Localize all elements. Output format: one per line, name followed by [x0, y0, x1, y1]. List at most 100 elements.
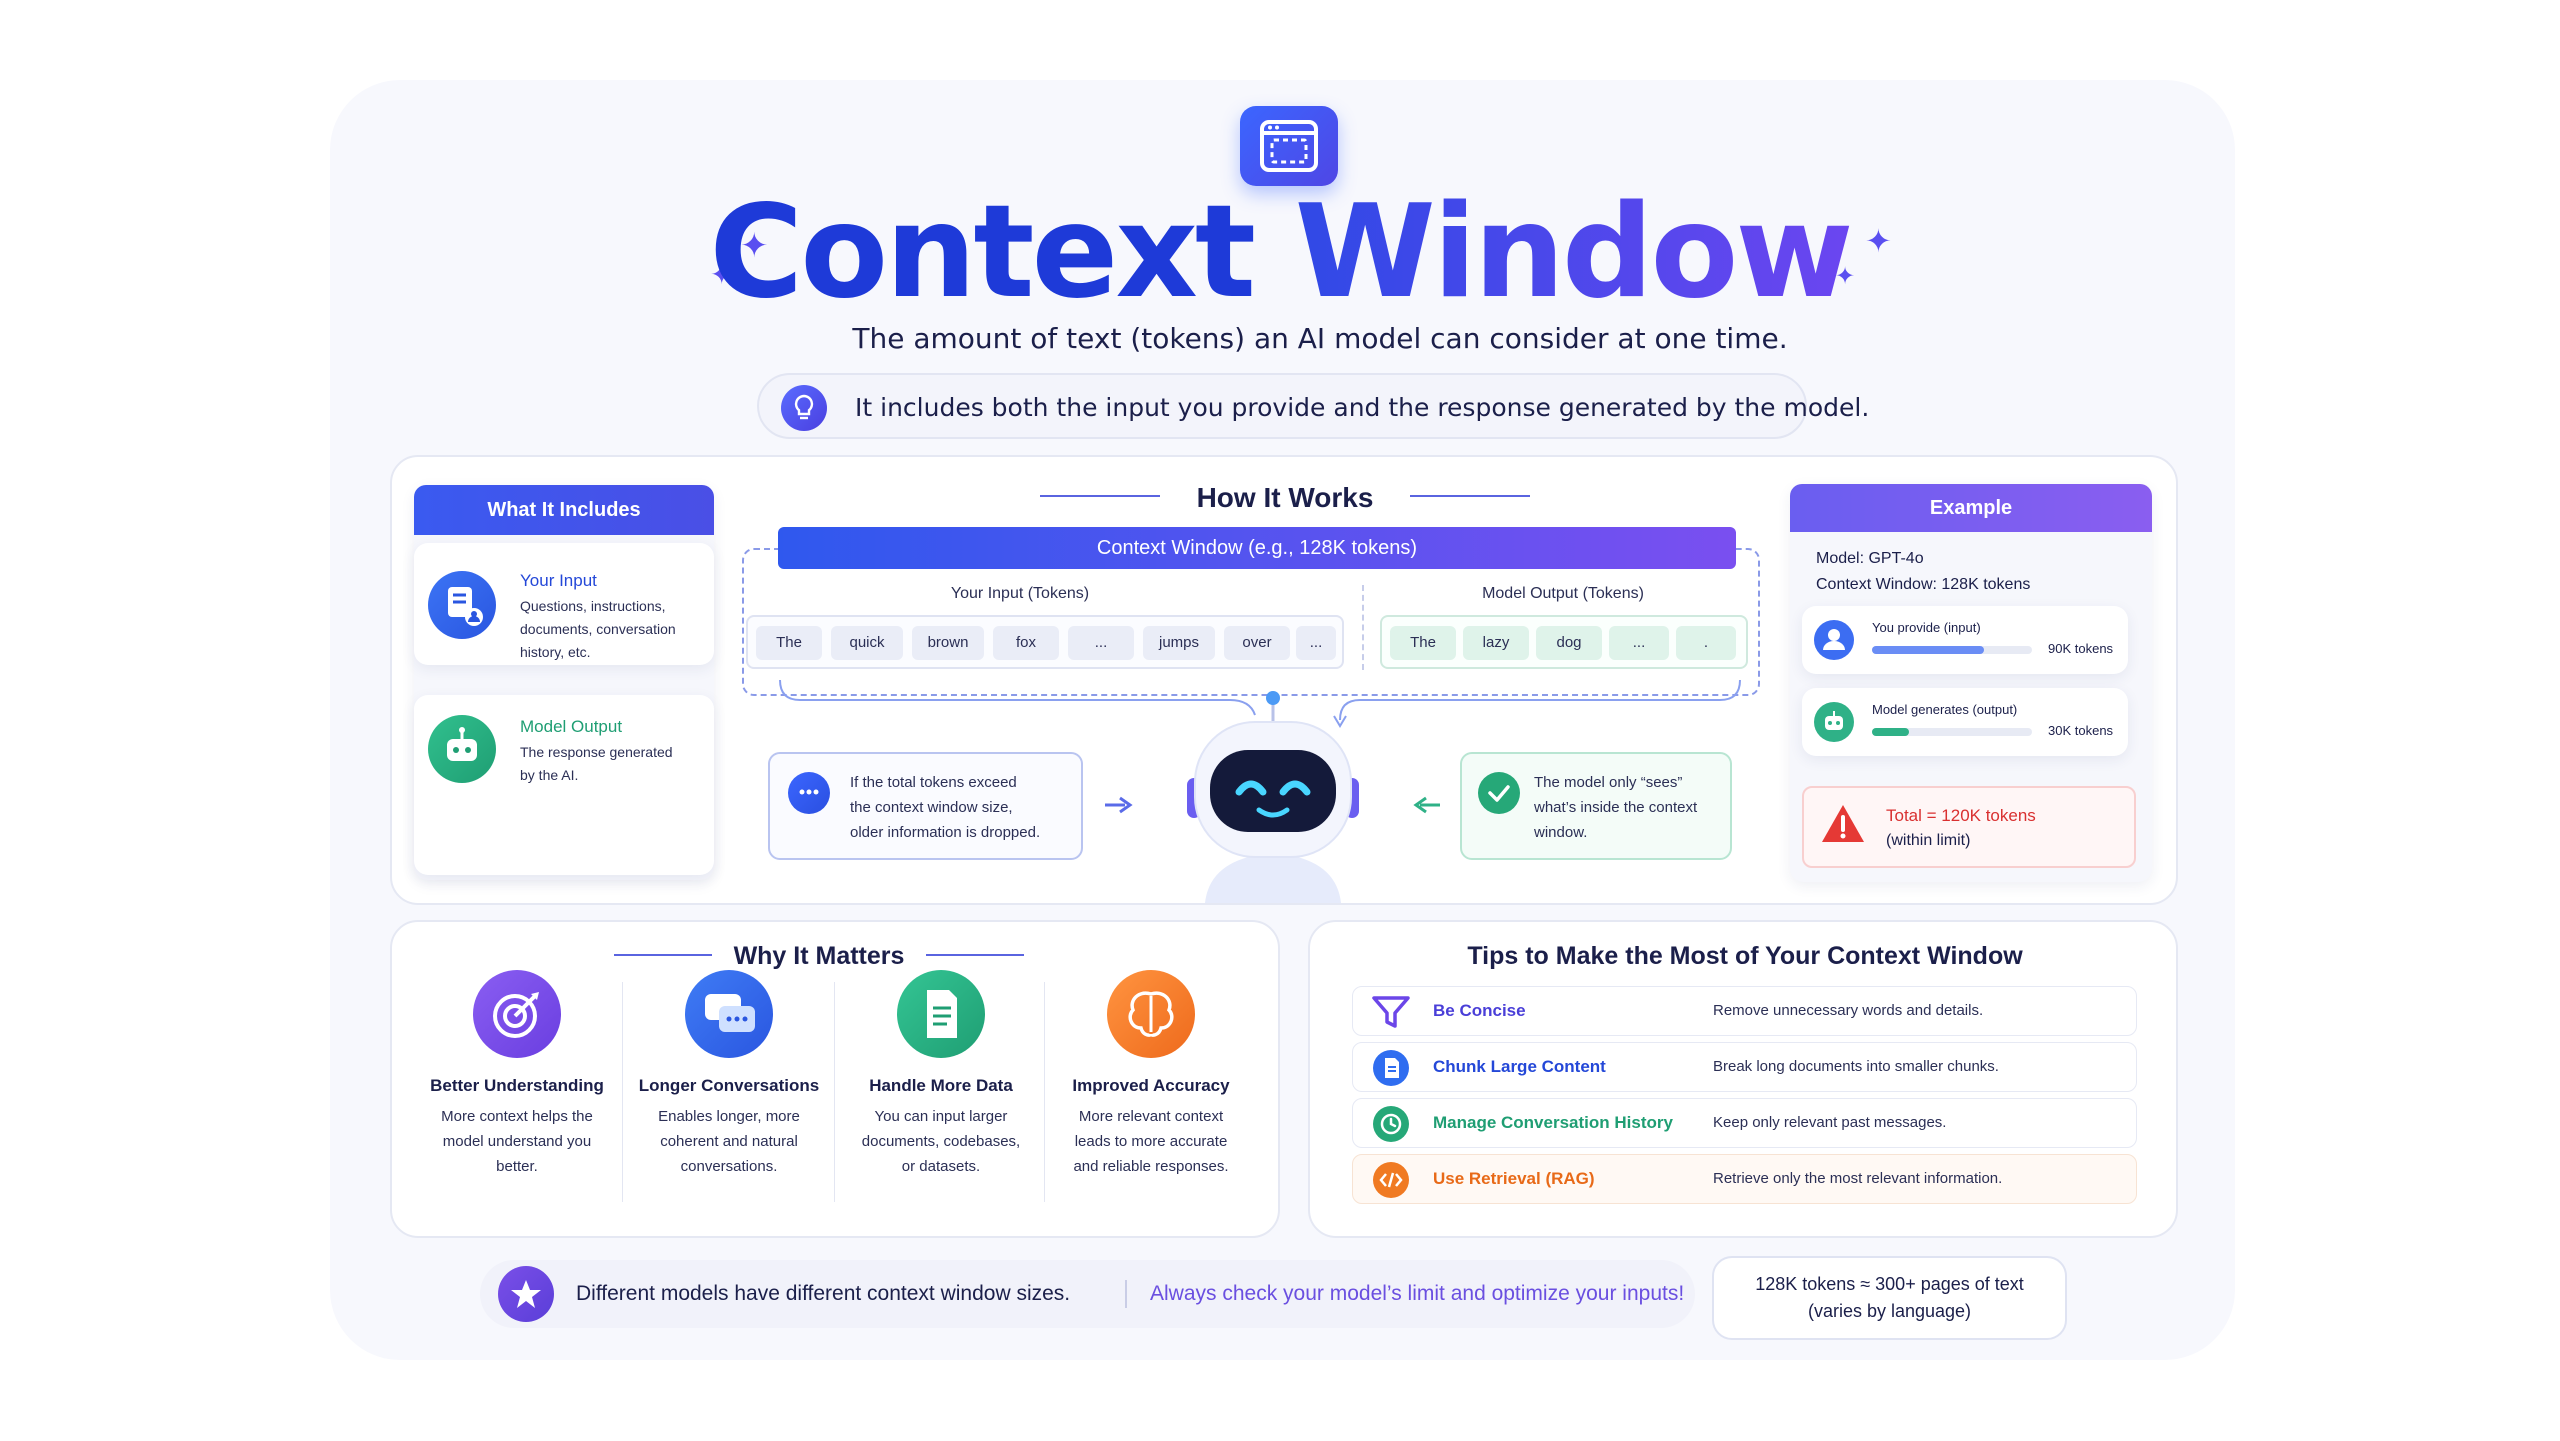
- footer-divider: [1125, 1280, 1127, 1308]
- token: fox: [993, 626, 1059, 660]
- why-item-title: Longer Conversations: [638, 1076, 820, 1095]
- page-title: Context Window: [709, 178, 1853, 327]
- why-divider: [622, 982, 623, 1202]
- why-item-title: Handle More Data: [869, 1076, 1013, 1095]
- code-icon: [1373, 1162, 1409, 1198]
- example-input-row: You provide (input) 90K tokens: [1802, 606, 2128, 674]
- info-pill-text: It includes both the input you provide a…: [855, 393, 1870, 422]
- tip-desc: Keep only relevant past messages.: [1713, 1114, 1947, 1131]
- lightbulb-icon: [781, 385, 827, 431]
- footer-cta: Always check your model’s limit and opti…: [1150, 1282, 1685, 1305]
- sparkle-icon: ✦: [1835, 262, 1855, 290]
- input-tokens-label: Your Input (Tokens): [950, 585, 1090, 602]
- example-input-label: You provide (input): [1872, 620, 1981, 635]
- tips-panel: Tips to Make the Most of Your Context Wi…: [1308, 920, 2178, 1238]
- chat-bubble-icon: [788, 772, 830, 814]
- token: lazy: [1463, 626, 1529, 660]
- why-divider: [834, 982, 835, 1202]
- why-divider: [1044, 982, 1045, 1202]
- how-title-line-left: [1040, 495, 1160, 497]
- why-title: Why It Matters: [733, 942, 905, 970]
- token-divider: [1362, 585, 1364, 670]
- info-pill: It includes both the input you provide a…: [757, 373, 1869, 439]
- why-item-title: Better Understanding: [430, 1076, 604, 1095]
- includes-item-input: Your Input Questions, instructions,docum…: [414, 543, 714, 665]
- example-window: Context Window: 128K tokens: [1816, 576, 2031, 593]
- example-total-note: (within limit): [1886, 832, 1971, 849]
- tip-row: Use Retrieval (RAG) Retrieve only the mo…: [1352, 1154, 2137, 1204]
- document-icon: [1373, 1050, 1409, 1086]
- right-note-text: The model only “sees”what’s inside the c…: [1534, 774, 1698, 841]
- tip-name: Use Retrieval (RAG): [1433, 1169, 1595, 1188]
- tip-row: Manage Conversation History Keep only re…: [1352, 1098, 2137, 1148]
- example-total-text: Total = 120K tokens: [1886, 806, 2036, 825]
- tip-desc: Retrieve only the most relevant informat…: [1713, 1170, 2003, 1187]
- sparkle-icon: ✦: [710, 258, 734, 291]
- tip-row: Be Concise Remove unnecessary words and …: [1352, 986, 2137, 1036]
- robot-icon: [1814, 702, 1854, 742]
- example-total: Total = 120K tokens (within limit): [1802, 786, 2136, 868]
- why-panel: Why It Matters Better Understanding More…: [390, 920, 1280, 1238]
- token: over: [1224, 626, 1290, 660]
- token: ...: [1068, 626, 1134, 660]
- example-input-fill: [1872, 646, 1984, 654]
- token: jumps: [1143, 626, 1215, 660]
- right-note: The model only “sees”what’s inside the c…: [1460, 752, 1732, 860]
- context-window-bar: Context Window (e.g., 128K tokens): [778, 527, 1736, 569]
- why-title-line-left: [614, 954, 712, 956]
- chat-icon: [685, 970, 773, 1058]
- footer-bar: Different models have different context …: [480, 1260, 1695, 1328]
- why-item: Better Understanding More context helps …: [412, 970, 622, 1179]
- token: .: [1676, 626, 1736, 660]
- output-tokens-label: Model Output (Tokens): [1482, 585, 1644, 602]
- example-output-fill: [1872, 728, 1909, 736]
- example-output-row: Model generates (output) 30K tokens: [1802, 688, 2128, 756]
- token: brown: [912, 626, 984, 660]
- why-title-line-right: [926, 954, 1024, 956]
- example-output-value: 30K tokens: [2048, 723, 2114, 738]
- footer-badge: 128K tokens ≈ 300+ pages of text (varies…: [1712, 1256, 2067, 1340]
- user-icon: [1814, 620, 1854, 660]
- robot-mascot-icon: [1165, 688, 1385, 903]
- history-icon: [1373, 1106, 1409, 1142]
- token: The: [1390, 626, 1456, 660]
- check-circle-icon: [1478, 772, 1520, 814]
- sparkle-icon: ✦: [740, 226, 769, 266]
- example-header: Example: [1790, 484, 2152, 532]
- token: ...: [1296, 626, 1336, 660]
- tip-desc: Remove unnecessary words and details.: [1713, 1002, 1984, 1019]
- example-input-value: 90K tokens: [2048, 641, 2114, 656]
- example-output-track: [1872, 728, 2032, 736]
- input-token-row: The quick brown fox ... jumps over ...: [746, 615, 1344, 669]
- includes-item-desc: Questions, instructions,documents, conve…: [520, 598, 676, 660]
- sparkle-icon: ✦: [1865, 222, 1892, 260]
- footer-badge-line2: (varies by language): [1807, 1301, 1972, 1321]
- example-output-label: Model generates (output): [1872, 702, 2018, 717]
- example-card: Example Model: GPT-4o Context Window: 12…: [1790, 484, 2152, 882]
- tip-desc: Break long documents into smaller chunks…: [1713, 1058, 1999, 1075]
- tips-title: Tips to Make the Most of Your Context Wi…: [1467, 942, 2023, 970]
- warning-icon: [1820, 802, 1866, 851]
- document-user-icon: [428, 571, 496, 639]
- brain-icon: [1107, 970, 1195, 1058]
- footer-text: Different models have different context …: [576, 1282, 1071, 1305]
- document-icon: [897, 970, 985, 1058]
- page-subtitle: The amount of text (tokens) an AI model …: [852, 322, 1788, 355]
- includes-item-title: Model Output: [520, 717, 623, 736]
- how-title: How It Works: [1196, 482, 1374, 513]
- how-title-line-right: [1410, 495, 1530, 497]
- tip-name: Manage Conversation History: [1433, 1113, 1673, 1132]
- output-token-row: The lazy dog ... .: [1380, 615, 1748, 669]
- includes-header: What It Includes: [414, 485, 714, 535]
- includes-item-title: Your Input: [520, 571, 597, 590]
